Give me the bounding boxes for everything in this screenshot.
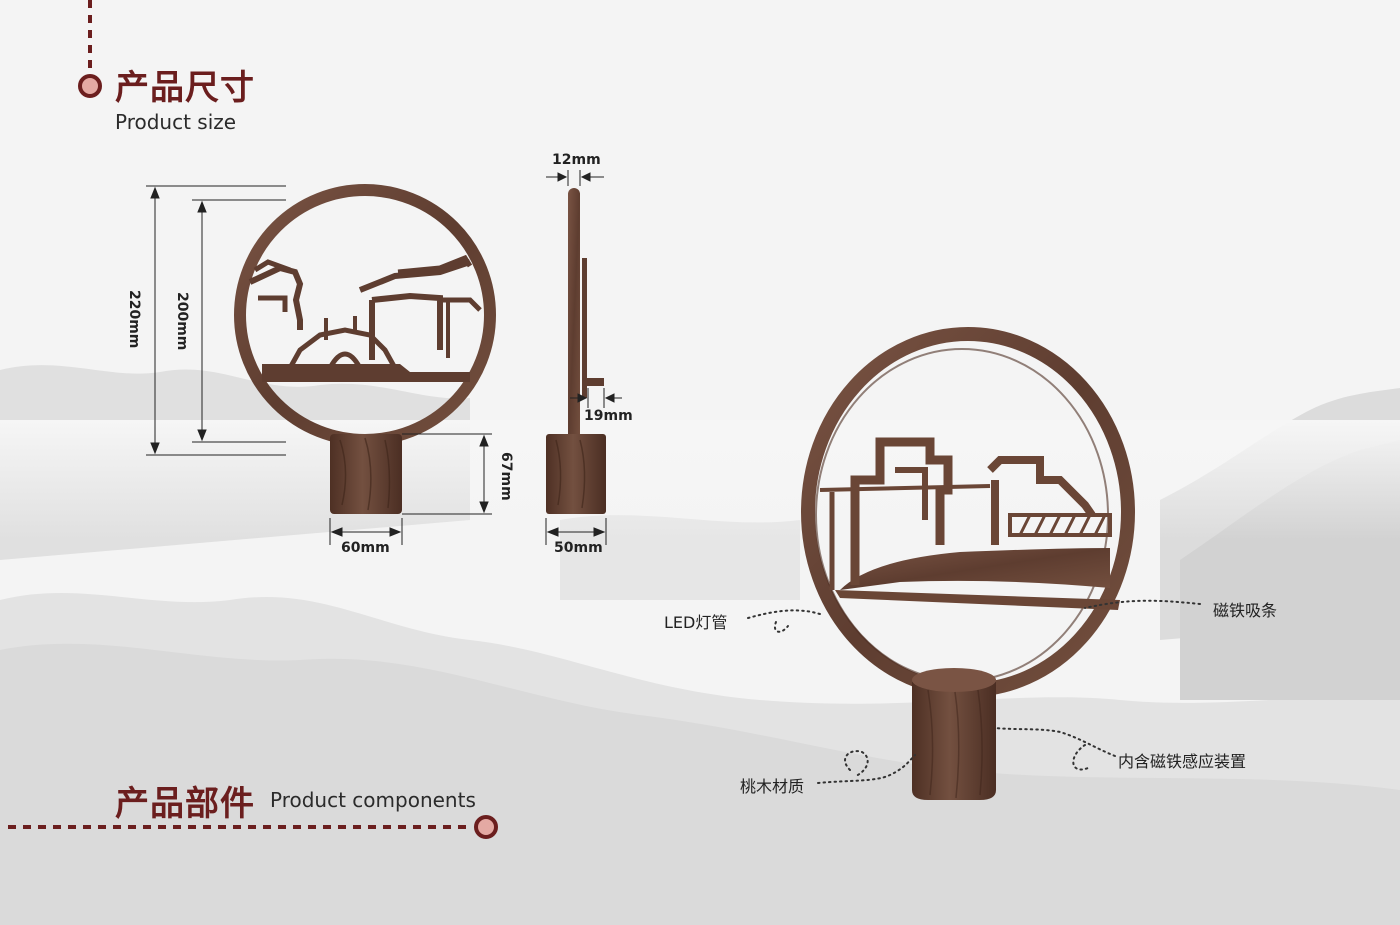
- dimension-67: 67mm: [498, 452, 514, 501]
- mountain-background: [0, 365, 1400, 925]
- dimension-19: 19mm: [584, 408, 633, 424]
- dimension-200: 200mm: [174, 292, 190, 351]
- callout-inner-sensor: 内含磁铁感应装置: [1118, 752, 1247, 771]
- dimension-50: 50mm: [554, 540, 603, 556]
- product-size-title-zh: 产品尺寸: [115, 68, 255, 108]
- dimension-60: 60mm: [341, 540, 390, 556]
- side-view-lamp: [546, 188, 606, 514]
- top-dashed-decoration: [78, 0, 102, 98]
- callout-leaders: [747, 599, 1201, 784]
- product-size-title-en: Product size: [115, 110, 237, 134]
- dimension-12: 12mm: [552, 152, 601, 168]
- bottom-dashed-decoration: [8, 815, 498, 839]
- perspective-lamp: [801, 327, 1135, 800]
- dimension-lines: [146, 170, 622, 545]
- front-view-lamp: [234, 184, 496, 514]
- callout-peach-wood: 桃木材质: [740, 777, 805, 796]
- dimension-220: 220mm: [126, 290, 142, 349]
- product-components-title-zh: 产品部件: [115, 784, 255, 824]
- callout-led-tube: LED灯管: [664, 613, 728, 632]
- callout-magnet-strip: 磁铁吸条: [1213, 601, 1278, 620]
- product-components-title-en: Product components: [270, 788, 476, 812]
